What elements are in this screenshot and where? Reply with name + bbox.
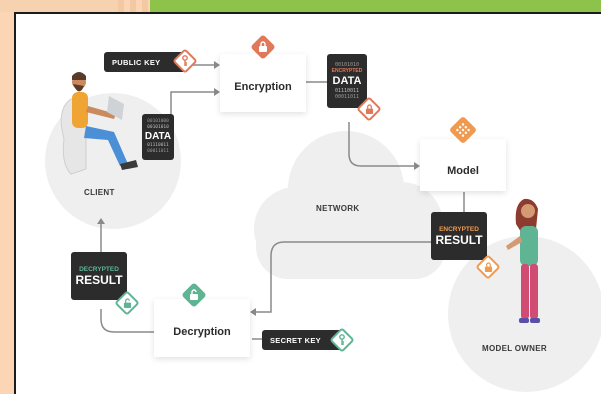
network-label: NETWORK: [316, 204, 360, 213]
encrypted-data-bits-mid: 01110011: [334, 87, 360, 94]
model-icon: [448, 115, 478, 145]
client-data-card: 00101000 00101010 DATA 01110011 00011011: [142, 114, 174, 160]
client-person-illustration: [60, 72, 138, 175]
decryption-unlock-icon: [181, 282, 207, 308]
network-cloud: [254, 131, 446, 279]
encrypted-data-bits-bot: 00011011: [334, 94, 360, 100]
connector-data-to-model: [348, 122, 414, 167]
grid-diamond-icon: [456, 123, 470, 137]
arrowhead: [414, 162, 420, 170]
encrypted-data-lock-icon: [356, 96, 382, 122]
decrypted-result-card: DECRYPTED RESULT: [71, 252, 127, 300]
model-owner-label: MODEL OWNER: [482, 344, 547, 353]
arrowhead: [214, 61, 220, 69]
encrypted-result-tag: ENCRYPTED: [439, 225, 479, 233]
encrypted-data-tag: ENCRYPTED: [331, 68, 363, 74]
top-stripe: [118, 0, 150, 12]
lock-glyph-icon: [259, 41, 267, 52]
encrypted-data-title: DATA: [332, 74, 362, 87]
diagram-frame: Encryption Model Decryption PUBLIC KEY S…: [14, 12, 601, 394]
arrowhead: [97, 218, 105, 224]
decryption-label: Decryption: [173, 326, 231, 338]
secret-key-icon: [329, 327, 355, 353]
lock-icon: [365, 103, 373, 114]
client-data-title: DATA: [144, 131, 172, 142]
encrypted-data-bits-top: 00101010: [334, 61, 360, 68]
model-owner-illustration: [506, 198, 540, 323]
decryption-node: Decryption: [154, 299, 250, 357]
diagram-background: [45, 61, 601, 392]
client-data-bits-mid: 00101010: [147, 125, 169, 130]
secret-key-label: SECRET KEY: [270, 335, 321, 345]
key-icon: [339, 334, 345, 345]
connector-decryption-to-decrypted: [100, 309, 154, 333]
decrypted-result-unlock-icon: [114, 290, 140, 316]
lock-icon: [484, 261, 492, 272]
decrypted-result-tag: DECRYPTED: [79, 265, 119, 273]
secret-key-pill: SECRET KEY: [262, 330, 344, 350]
encrypted-result-lock-icon: [475, 254, 501, 280]
model-node: Model: [420, 139, 506, 191]
arrowhead: [250, 308, 256, 316]
key-icon: [182, 55, 188, 66]
model-label: Model: [447, 165, 479, 177]
public-key-label: PUBLIC KEY: [112, 57, 161, 67]
connector-client-to-encryption: [170, 91, 214, 114]
encryption-node: Encryption: [220, 54, 306, 112]
encrypted-data-card: 00101010 ENCRYPTED DATA 01110011 0001101…: [327, 54, 367, 108]
arrowheads: [97, 61, 420, 316]
top-green-bar: [150, 0, 601, 12]
client-data-bits-low: 00011011: [147, 149, 169, 154]
public-key-pill: PUBLIC KEY: [104, 52, 186, 72]
encryption-label: Encryption: [234, 81, 292, 93]
arrowhead: [214, 88, 220, 96]
client-label: CLIENT: [84, 188, 115, 197]
encrypted-result-title: RESULT: [435, 232, 483, 247]
client-data-bits-top: 00101000: [147, 119, 169, 124]
unlock-icon: [123, 297, 131, 308]
public-key-icon: [172, 48, 198, 74]
connector-result-to-decryption: [252, 241, 431, 313]
client-data-bits-bot: 01110011: [147, 143, 169, 148]
encryption-lock-icon: [250, 34, 276, 60]
unlock-glyph-icon: [190, 289, 198, 300]
decrypted-result-title: RESULT: [75, 272, 123, 287]
encrypted-result-card: ENCRYPTED RESULT: [431, 212, 487, 260]
